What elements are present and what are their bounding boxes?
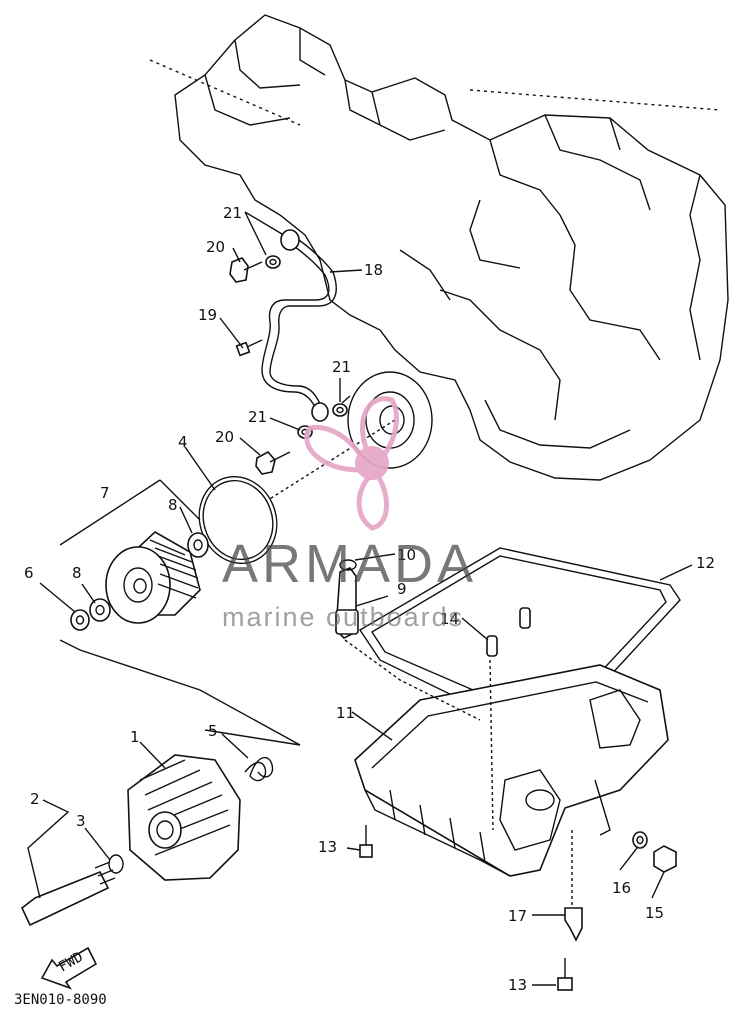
callout-20-lower: 20	[215, 428, 234, 446]
callout-labels: 21 20 18 19 21 21 20 4 7 8 6 8 10 9 12 1…	[14, 204, 715, 1008]
callout-6: 6	[24, 564, 34, 582]
filter-washer-8-left	[89, 598, 111, 622]
callout-18: 18	[364, 261, 383, 279]
o-ring-4	[198, 475, 278, 565]
washer-21-top	[265, 255, 281, 269]
callout-12: 12	[696, 554, 715, 572]
callout-1: 1	[130, 728, 140, 746]
callout-17: 17	[508, 907, 527, 925]
oil-filter-7	[105, 531, 201, 624]
bolt-19	[235, 339, 263, 357]
bolt-20-lower	[255, 450, 291, 475]
callout-3: 3	[76, 812, 86, 830]
filter-bolt-2	[21, 861, 116, 927]
bolt-20-top	[229, 257, 263, 283]
drain-washer-16	[632, 831, 648, 849]
dowel-pin-14	[486, 607, 531, 657]
callout-21-top: 21	[223, 204, 242, 222]
callout-5: 5	[208, 722, 218, 740]
callout-14: 14	[440, 610, 459, 628]
watermark: ARMADA marine outboards	[222, 396, 477, 632]
engine-block-outline	[149, 14, 729, 481]
callout-19: 19	[198, 306, 217, 324]
callout-4: 4	[178, 433, 188, 451]
callout-9: 9	[397, 580, 407, 598]
oil-pan-gasket-12	[359, 547, 681, 739]
callout-8-left: 8	[72, 564, 82, 582]
propeller-logo	[304, 396, 399, 531]
callout-11: 11	[336, 704, 355, 722]
leader-lines	[27, 211, 693, 986]
oil-pan-11	[354, 664, 669, 877]
callout-15: 15	[645, 904, 664, 922]
callout-21-mid: 21	[248, 408, 267, 426]
callout-10: 10	[397, 546, 416, 564]
callout-7: 7	[100, 484, 110, 502]
callout-16: 16	[612, 879, 631, 897]
o-ring-10	[339, 559, 357, 571]
callout-2: 2	[30, 790, 40, 808]
watermark-brand: ARMADA	[222, 534, 477, 594]
relief-spring-5	[244, 757, 274, 782]
filter-washer-6	[70, 609, 90, 631]
pan-bolt-13-bottom	[557, 958, 573, 991]
clamp-17	[564, 907, 583, 942]
filter-washer-8-right	[187, 532, 209, 558]
o-ring-3	[108, 854, 124, 874]
callout-8-right: 8	[168, 496, 178, 514]
callout-13-left: 13	[318, 838, 337, 856]
diagram-code: 3EN010-8090	[14, 992, 107, 1008]
pan-bolt-13-left	[359, 825, 373, 858]
callout-13-bottom: 13	[508, 976, 527, 994]
callout-20-top: 20	[206, 238, 225, 256]
filter-cover-1	[127, 754, 241, 881]
callout-21-right: 21	[332, 358, 351, 376]
drain-bolt-15	[653, 845, 677, 873]
fwd-arrow: FWD	[40, 946, 98, 990]
watermark-tagline: marine outboards	[222, 602, 464, 632]
oil-strainer-9	[335, 567, 359, 639]
